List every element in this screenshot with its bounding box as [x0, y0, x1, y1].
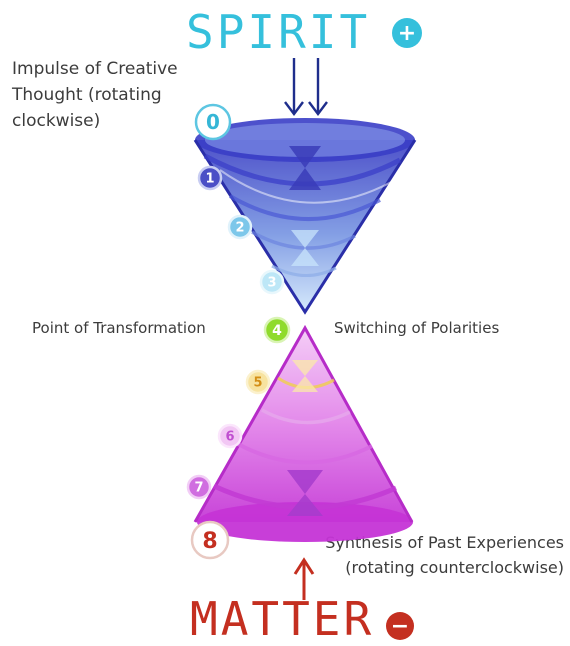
stage-number: 2 — [235, 221, 244, 236]
stage-number: 6 — [225, 430, 234, 445]
upper-cone — [195, 118, 415, 312]
stage-number: 7 — [194, 481, 203, 496]
plus-icon: + — [392, 18, 422, 48]
stage-badge-0: 0 — [196, 105, 230, 139]
stage-badge-1: 1 — [199, 167, 221, 189]
stage-number: 1 — [205, 172, 214, 187]
stage-badge-8: 8 — [192, 522, 228, 558]
stage-badge-2: 2 — [229, 216, 251, 238]
stage-number: 5 — [253, 376, 262, 391]
stage-number: 8 — [202, 529, 217, 554]
stage-number: 0 — [206, 110, 220, 134]
stage-badge-4: 4 — [265, 318, 289, 342]
stage-number: 4 — [272, 323, 282, 339]
plus-sign: + — [398, 21, 416, 46]
minus-sign: − — [391, 614, 409, 639]
stage-badge-5: 5 — [247, 371, 269, 393]
spirit-down-arrows — [285, 58, 327, 114]
stage-badge-6: 6 — [219, 425, 241, 447]
matter-up-arrow — [295, 560, 313, 600]
stage-badge-3: 3 — [261, 271, 283, 293]
stage-badge-7: 7 — [188, 476, 210, 498]
stage-number: 3 — [267, 276, 276, 291]
minus-icon: − — [386, 612, 414, 640]
